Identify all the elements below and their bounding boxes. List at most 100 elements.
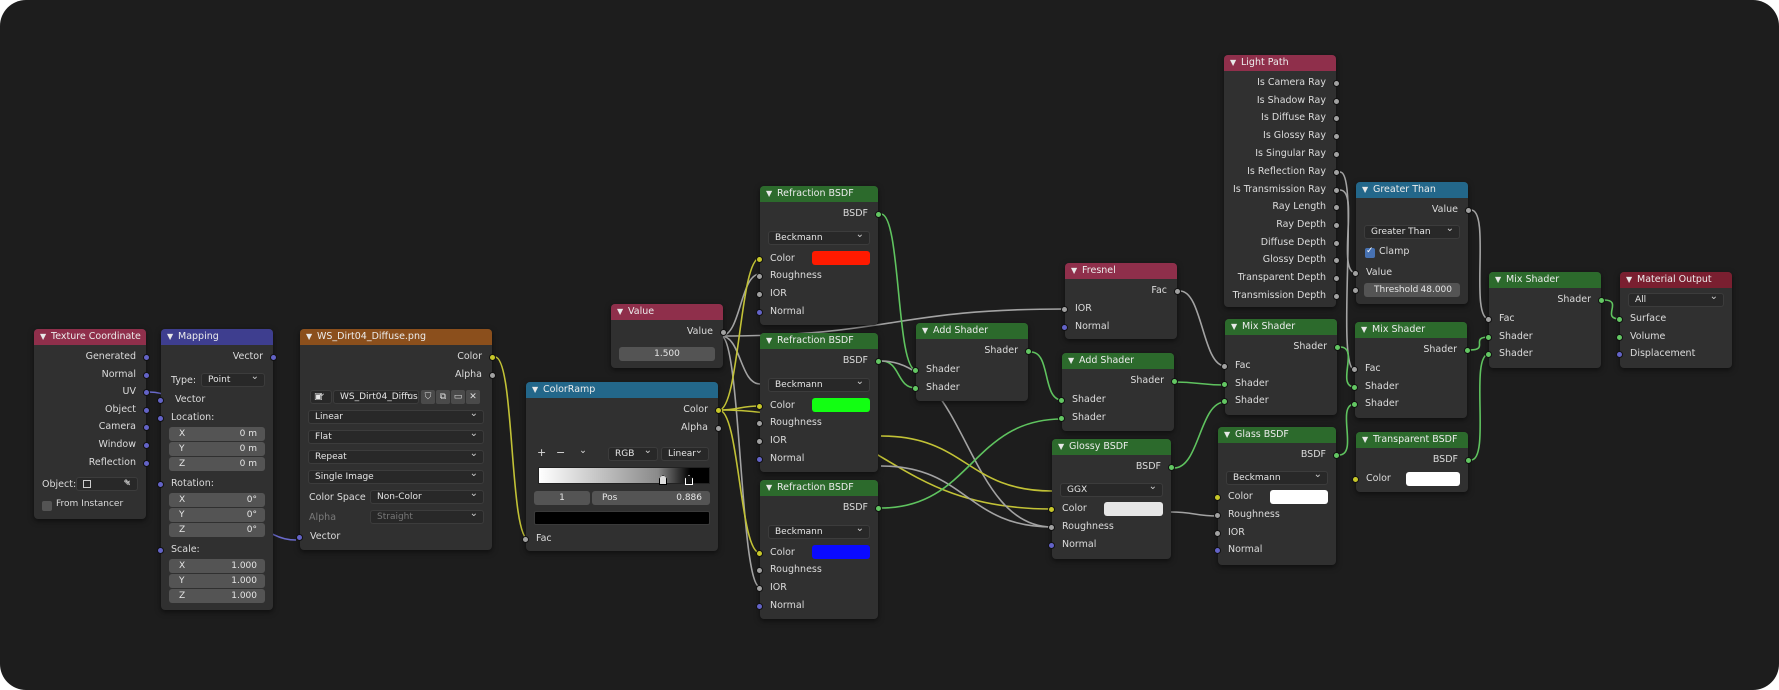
color-swatch[interactable] [812, 398, 870, 412]
collapse-chevron-icon[interactable]: ▼ [306, 332, 313, 341]
socket-bsdf-out[interactable] [875, 505, 882, 512]
socket-shader-out[interactable] [1025, 348, 1032, 355]
socket-color-in[interactable] [1214, 494, 1221, 501]
socket-bsdf-out[interactable] [1168, 464, 1175, 471]
node-add-shader-2[interactable]: ▼Add Shader Shader Shader Shader [1058, 353, 1178, 431]
collapse-chevron-icon[interactable]: ▼ [617, 307, 624, 316]
socket-fac-in[interactable] [522, 536, 529, 543]
node-link[interactable] [718, 409, 761, 554]
socket-normal-in[interactable] [1214, 547, 1221, 554]
node-value[interactable]: ▼Value Value 1.500 [611, 304, 727, 368]
socket-color-out[interactable] [489, 354, 496, 361]
socket-shader-in-1[interactable] [1221, 381, 1228, 388]
distribution-dropdown[interactable]: Beckmann [768, 525, 870, 539]
source-dropdown[interactable]: Single Image [308, 470, 484, 484]
socket-shader-in-1[interactable] [912, 367, 919, 374]
collapse-chevron-icon[interactable]: ▼ [1495, 275, 1502, 284]
add-stop-button[interactable]: + [537, 446, 547, 459]
extension-dropdown[interactable]: Repeat [308, 450, 484, 464]
node-header[interactable]: ▼Light Path [1224, 55, 1336, 71]
socket-shader-in-2[interactable] [912, 385, 919, 392]
node-header[interactable]: ▼Add Shader [916, 323, 1028, 339]
socket-ray-length[interactable] [1333, 204, 1340, 211]
stop-index-field[interactable]: 1 [534, 491, 590, 505]
ramp-interp-dropdown[interactable]: Linear [661, 447, 709, 461]
color-space-dropdown[interactable]: Non-Color [370, 490, 484, 504]
socket-displacement-in[interactable] [1616, 351, 1623, 358]
collapse-chevron-icon[interactable]: ▼ [766, 189, 773, 198]
socket-roughness-in[interactable] [756, 567, 763, 574]
object-picker[interactable]: ✎ [76, 477, 138, 491]
node-header[interactable]: ▼Refraction BSDF [760, 333, 878, 349]
target-dropdown[interactable]: All [1628, 293, 1724, 307]
node-link[interactable] [1173, 381, 1226, 386]
node-header[interactable]: ▼Material Output [1620, 272, 1732, 288]
interpolation-dropdown[interactable]: Linear [308, 410, 484, 424]
socket-ior-in[interactable] [756, 291, 763, 298]
node-refraction-bsdf-1[interactable]: ▼Refraction BSDF BSDF Beckmann Color Rou… [756, 186, 882, 325]
socket-alpha-out[interactable] [489, 372, 496, 379]
socket-bsdf-out[interactable] [1465, 457, 1472, 464]
node-link[interactable] [1470, 353, 1490, 461]
socket-shader-in-2[interactable] [1221, 398, 1228, 405]
socket-shader-in-2[interactable] [1058, 415, 1065, 422]
node-link[interactable] [880, 360, 917, 389]
socket-rotation[interactable] [157, 481, 164, 488]
socket-shader-in-1[interactable] [1351, 384, 1358, 391]
socket-volume-in[interactable] [1616, 334, 1623, 341]
socket-normal-in[interactable] [756, 456, 763, 463]
collapse-chevron-icon[interactable]: ▼ [1626, 275, 1633, 284]
value-field[interactable]: 1.500 [619, 347, 715, 361]
color-swatch[interactable] [812, 545, 870, 559]
socket-is-reflection-ray[interactable] [1333, 169, 1340, 176]
distribution-dropdown[interactable]: Beckmann [768, 231, 870, 245]
clamp-checkbox[interactable] [1365, 246, 1375, 258]
collapse-chevron-icon[interactable]: ▼ [922, 326, 929, 335]
socket-fac-in[interactable] [1485, 316, 1492, 323]
node-header[interactable]: ▼Fresnel [1065, 263, 1177, 279]
node-link[interactable] [880, 465, 1053, 528]
node-link[interactable] [1339, 189, 1357, 274]
collapse-chevron-icon[interactable]: ▼ [1362, 435, 1369, 444]
node-header[interactable]: ▼ColorRamp [526, 382, 718, 398]
node-header[interactable]: ▼Glossy BSDF [1052, 439, 1171, 455]
socket-fac-out[interactable] [1174, 288, 1181, 295]
node-mix-shader-1[interactable]: ▼Mix Shader Shader Fac Shader Shader [1221, 319, 1341, 415]
node-transparent-bsdf[interactable]: ▼Transparent BSDF BSDF Color [1352, 432, 1472, 492]
socket-normal[interactable] [143, 372, 150, 379]
node-link[interactable] [880, 435, 1053, 492]
node-mix-shader-3[interactable]: ▼Mix Shader Shader Fac Shader Shader [1485, 272, 1605, 368]
socket-camera[interactable] [143, 424, 150, 431]
collapse-chevron-icon[interactable]: ▼ [1362, 185, 1369, 194]
socket-alpha-out[interactable] [715, 425, 722, 432]
socket-ior-in[interactable] [1061, 306, 1068, 313]
collapse-chevron-icon[interactable]: ▼ [532, 385, 539, 394]
collapse-chevron-icon[interactable]: ▼ [40, 332, 47, 341]
color-swatch[interactable] [812, 251, 870, 265]
socket-transmission-depth[interactable] [1333, 293, 1340, 300]
collapse-chevron-icon[interactable]: ▼ [1058, 442, 1065, 451]
socket-bsdf-out[interactable] [1333, 452, 1340, 459]
color-ramp-gradient[interactable] [538, 467, 710, 485]
unlink-close-icon[interactable]: ✕ [466, 390, 480, 404]
ramp-stop-handle-active[interactable] [685, 475, 693, 485]
node-header[interactable]: ▼Mix Shader [1355, 322, 1467, 338]
socket-shader-in-2[interactable] [1485, 351, 1492, 358]
node-header[interactable]: ▼Greater Than [1356, 182, 1468, 198]
duplicate-icon[interactable]: ⧉ [436, 390, 450, 404]
socket-fac-in[interactable] [1351, 366, 1358, 373]
node-header[interactable]: ▼WS_Dirt04_Diffuse.png [300, 329, 492, 345]
socket-shader-out[interactable] [1598, 297, 1605, 304]
socket-vector-out[interactable] [270, 354, 277, 361]
socket-roughness-in[interactable] [756, 273, 763, 280]
node-header[interactable]: ▼Refraction BSDF [760, 186, 878, 202]
socket-color-in[interactable] [1352, 476, 1359, 483]
socket-color-in[interactable] [756, 256, 763, 263]
fake-user-shield-icon[interactable]: ⛉ [421, 390, 435, 404]
socket-roughness-in[interactable] [1048, 524, 1055, 531]
socket-value-out[interactable] [1465, 207, 1472, 214]
socket-is-diffuse-ray[interactable] [1333, 115, 1340, 122]
